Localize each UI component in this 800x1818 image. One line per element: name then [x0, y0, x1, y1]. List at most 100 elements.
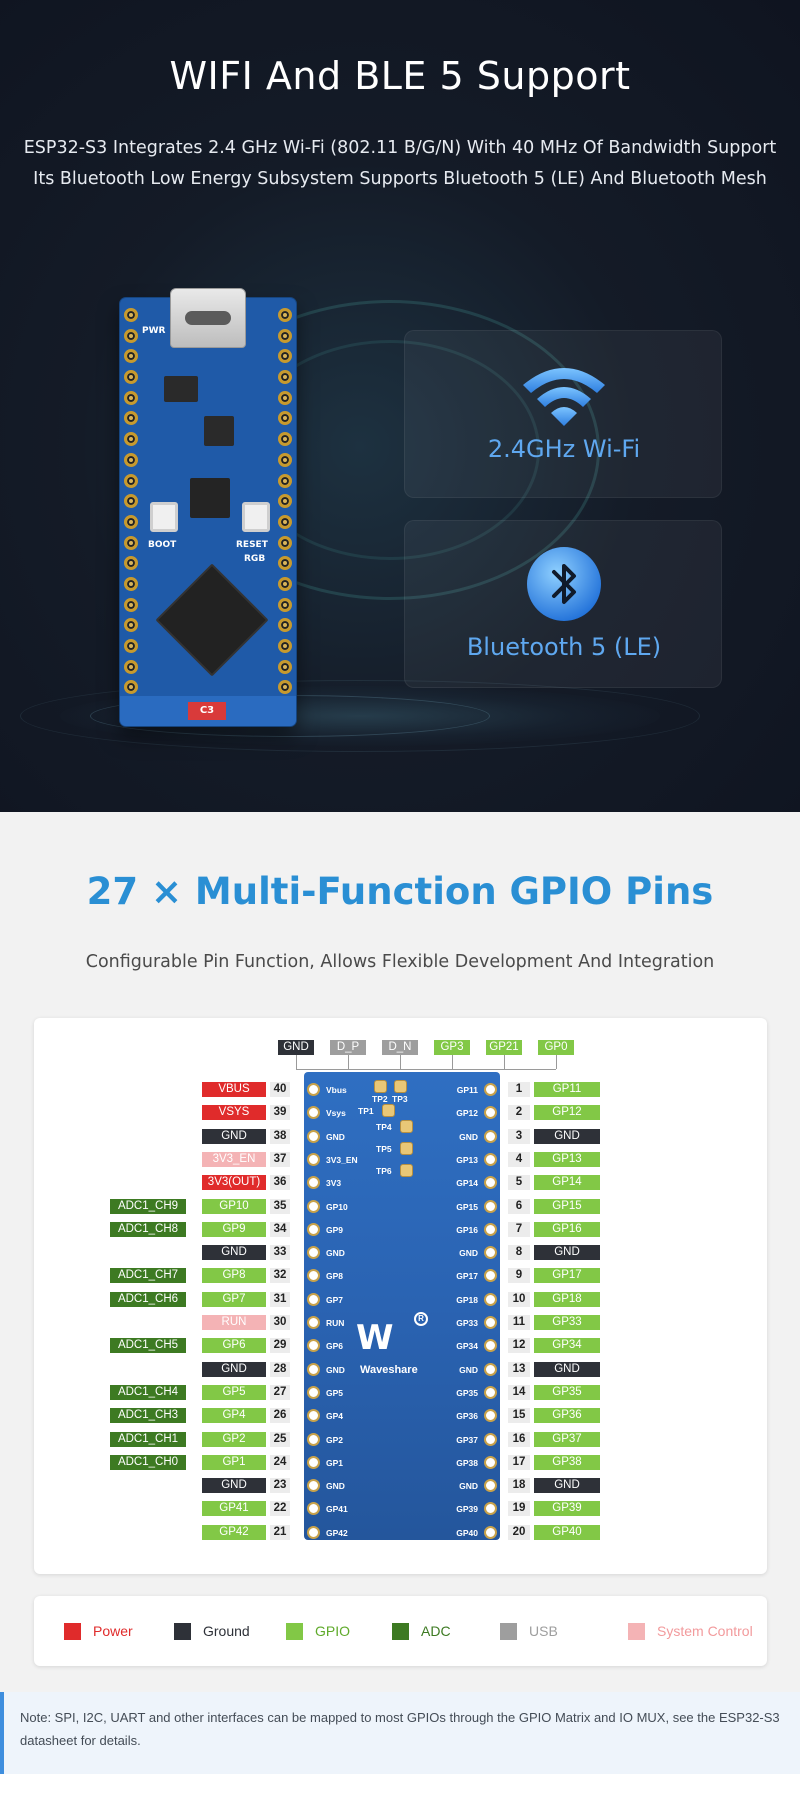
pin-number-tag: 3 — [508, 1128, 530, 1144]
connector-line — [296, 1055, 297, 1069]
board-pin-label: GP14 — [456, 1178, 478, 1189]
pin-function-tag: GND — [202, 1361, 266, 1377]
pin-function-tag: GP7 — [202, 1291, 266, 1307]
pin-number-tag: 27 — [270, 1384, 290, 1400]
test-point-pad — [374, 1080, 387, 1093]
pin-function-tag: GP1 — [202, 1454, 266, 1470]
adc-tag: ADC1_CH6 — [110, 1291, 186, 1307]
pin-function-tag: GP16 — [534, 1221, 600, 1237]
board-pin-label: GP9 — [326, 1224, 344, 1235]
board-pin-pad — [307, 1269, 320, 1283]
board-pin-label: GP7 — [326, 1294, 344, 1305]
top-pin-tag: GP0 — [538, 1040, 574, 1055]
connector-line — [348, 1055, 349, 1069]
pin-number-tag: 25 — [270, 1431, 290, 1447]
board-pin-pad — [278, 432, 292, 447]
test-point-pad — [382, 1104, 395, 1117]
pin-function-tag: GP15 — [534, 1198, 600, 1214]
board-pin-pad — [124, 556, 138, 571]
board-pin-pad — [484, 1199, 497, 1213]
pin-function-tag: GP42 — [202, 1524, 266, 1540]
legend-label: GPIO — [315, 1623, 351, 1639]
board-pin-pad — [307, 1246, 320, 1260]
pin-number-tag: 20 — [508, 1524, 530, 1540]
hero-description-line-1: ESP32-S3 Integrates 2.4 GHz Wi-Fi (802.1… — [23, 138, 777, 158]
pin-function-tag: GND — [534, 1361, 600, 1377]
top-pin-tag: GP3 — [434, 1040, 470, 1055]
top-pin-tag: GP21 — [486, 1040, 522, 1055]
pin-function-tag: GP34 — [534, 1338, 600, 1354]
board-pin-pad — [484, 1362, 497, 1376]
adc-tag: ADC1_CH9 — [110, 1198, 186, 1214]
pin-function-tag: GP41 — [202, 1501, 266, 1517]
board-pin-pad — [124, 576, 138, 591]
pin-number-tag: 9 — [508, 1268, 530, 1284]
pin-function-tag: RUN — [202, 1315, 266, 1330]
pin-number-tag: 1 — [508, 1082, 530, 1097]
board-pin-pad — [278, 535, 292, 550]
board-pin-pad — [307, 1432, 320, 1446]
board-pin-label: GND — [459, 1248, 478, 1259]
board-pin-label: GP6 — [326, 1341, 344, 1352]
board-pin-pad — [278, 597, 292, 612]
pin-function-tag: GP10 — [202, 1198, 266, 1214]
board-pin-pad — [278, 576, 292, 591]
usb-c-connector — [170, 288, 246, 348]
connector-line — [452, 1055, 453, 1069]
board-pin-label: GP1 — [326, 1457, 344, 1468]
legend-swatch — [64, 1622, 81, 1640]
board-pin-pad — [124, 411, 138, 426]
board-pin-pad — [484, 1129, 497, 1143]
board-pin-pad — [484, 1246, 497, 1260]
board-pin-label: GND — [326, 1248, 345, 1259]
board-pin-label: GP2 — [326, 1434, 344, 1445]
board-pin-label: GP16 — [456, 1224, 478, 1235]
pin-function-tag: GP4 — [202, 1408, 266, 1424]
board-pin-label: GP38 — [456, 1457, 478, 1468]
wifi-icon — [523, 368, 605, 426]
board-left-pads — [124, 308, 138, 722]
board-pin-label: GP42 — [326, 1527, 348, 1538]
board-pin-label: GND — [459, 1481, 478, 1492]
board-pin-pad — [124, 328, 138, 343]
test-point-pad — [400, 1142, 413, 1155]
pin-function-tag: 3V3_EN — [202, 1151, 266, 1167]
wifi-feature-card: 2.4GHz Wi-Fi — [404, 330, 722, 498]
pin-number-tag: 16 — [508, 1431, 530, 1447]
board-pin-pad — [484, 1083, 497, 1096]
board-pin-pad — [307, 1339, 320, 1353]
legend-item: System Control — [628, 1622, 753, 1640]
board-pin-pad — [124, 370, 138, 385]
pin-function-tag: GP2 — [202, 1431, 266, 1447]
board-pin-label: Vsys — [326, 1108, 346, 1119]
pin-number-tag: 31 — [270, 1291, 290, 1307]
pin-number-tag: 30 — [270, 1315, 290, 1330]
pin-number-tag: 14 — [508, 1384, 530, 1400]
waveshare-brand-text: Waveshare — [360, 1364, 418, 1376]
board-pin-pad — [278, 473, 292, 488]
board-pin-label: GND — [459, 1364, 478, 1375]
board-pin-label: GP39 — [456, 1504, 478, 1515]
pin-number-tag: 6 — [508, 1198, 530, 1214]
legend-label: Ground — [203, 1623, 250, 1639]
bluetooth-feature-card: Bluetooth 5 (LE) — [404, 520, 722, 688]
board-pin-pad — [278, 618, 292, 633]
board-pin-pad — [484, 1222, 497, 1236]
pin-function-tag: GP5 — [202, 1384, 266, 1400]
pin-function-tag: GP33 — [534, 1315, 600, 1330]
adc-tag: ADC1_CH0 — [110, 1454, 186, 1470]
board-pin-pad — [307, 1152, 320, 1166]
connector-line — [296, 1069, 556, 1070]
test-point-pad — [400, 1164, 413, 1177]
board-pin-pad — [307, 1525, 320, 1539]
board-pin-pad — [124, 659, 138, 674]
legend-label: ADC — [421, 1623, 451, 1639]
pin-number-tag: 12 — [508, 1338, 530, 1354]
board-pwr-label: PWR — [142, 326, 166, 336]
regulator-chip — [164, 376, 198, 402]
board-pin-label: GP5 — [326, 1387, 344, 1398]
gpio-section: 27 × Multi-Function GPIO Pins Configurab… — [0, 812, 800, 1692]
connector-line — [400, 1055, 401, 1069]
pin-number-tag: 5 — [508, 1175, 530, 1191]
pin-number-tag: 11 — [508, 1315, 530, 1330]
